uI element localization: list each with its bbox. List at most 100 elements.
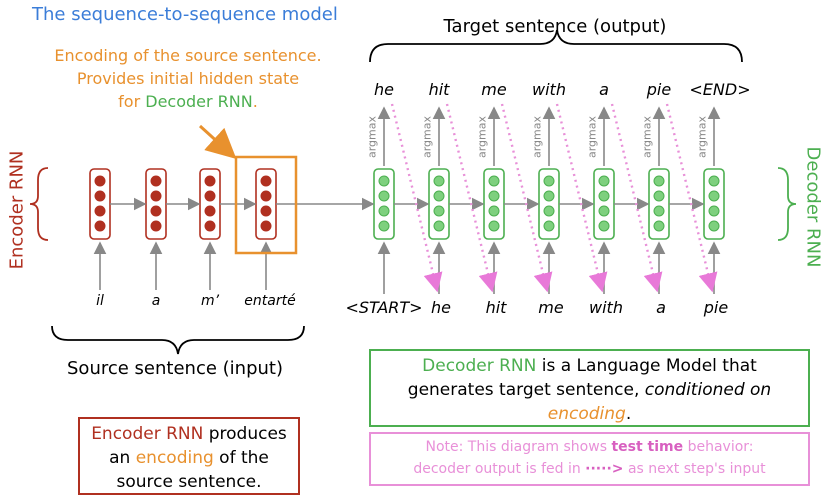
- decoder-box-line3: encoding.: [371, 402, 808, 426]
- encoder-cell-unit: [260, 205, 272, 217]
- note-line2: decoder output is fed in ·····> as next …: [371, 458, 808, 480]
- encoder-cell-unit: [204, 190, 216, 202]
- encoder-cell-unit: [94, 190, 106, 202]
- decoder-cell-unit: [598, 220, 610, 232]
- argmax-label: argmax: [420, 115, 434, 159]
- encoder-cell-unit: [150, 205, 162, 217]
- encoding-highlight-box: [234, 155, 298, 255]
- decoder-input-word: a: [656, 298, 666, 317]
- decoder-cell-unit: [433, 190, 445, 202]
- decoder-cell-unit: [543, 190, 555, 202]
- target-word: pie: [646, 80, 672, 99]
- decoder-cell-unit: [378, 175, 390, 187]
- encoder-description-box: Encoder RNN produces an encoding of the …: [78, 417, 300, 495]
- encoder-cell-unit: [94, 205, 106, 217]
- argmax-label: argmax: [585, 115, 599, 159]
- encoder-cell-unit: [260, 190, 272, 202]
- target-word: <END>: [689, 80, 751, 99]
- decoder-rnn-side-label: Decoder RNN: [802, 146, 824, 268]
- encoder-cell-unit: [150, 190, 162, 202]
- decoder-input-word: <START>: [345, 298, 423, 317]
- decoder-cell-unit: [708, 175, 720, 187]
- decoder-box-text1: is a Language Model that: [536, 356, 757, 376]
- encoder-cell-unit: [204, 205, 216, 217]
- decoder-cell-unit: [543, 175, 555, 187]
- source-word: m’: [200, 293, 220, 309]
- encoder-box-text1: produces: [203, 424, 287, 444]
- encoding-note-line2: Provides initial hidden state: [76, 69, 300, 88]
- argmax-label: argmax: [530, 115, 544, 159]
- target-word: me: [481, 80, 507, 99]
- feedback-dotted-arrow: [390, 103, 443, 293]
- decoder-input-word: me: [538, 298, 564, 317]
- decoder-cell-unit: [543, 220, 555, 232]
- decoder-cell-unit: [488, 205, 500, 217]
- decoder-cell-unit: [653, 220, 665, 232]
- encoder-box-encoding: encoding: [135, 448, 214, 468]
- arrows: [93, 103, 721, 294]
- encoder-cell: [145, 168, 167, 240]
- decoder-cell-unit: [543, 205, 555, 217]
- feedback-dotted-arrow: [665, 103, 718, 293]
- encoder-cell-unit: [204, 175, 216, 187]
- encoder-cell-unit: [150, 220, 162, 232]
- decoder-cell-unit: [378, 205, 390, 217]
- decoder-cell-unit: [488, 190, 500, 202]
- encoder-box-line1: Encoder RNN produces: [80, 422, 298, 446]
- argmax-label: argmax: [640, 115, 654, 159]
- encoder-cell-unit: [204, 220, 216, 232]
- test-time-note-box: Note: This diagram shows test time behav…: [369, 432, 810, 486]
- encoding-note-line3-prefix: for: [118, 92, 146, 111]
- decoder-cell-unit: [598, 205, 610, 217]
- encoder-cell-unit: [150, 175, 162, 187]
- decoder-cell-unit: [433, 205, 445, 217]
- note-prefix: Note: This diagram shows: [425, 439, 612, 455]
- decoder-cell-unit: [378, 220, 390, 232]
- encoding-note-line1: Encoding of the source sentence.: [54, 46, 322, 65]
- argmax-label: argmax: [365, 115, 379, 159]
- decoder-cell-unit: [433, 175, 445, 187]
- note-line2b: as next step's input: [623, 461, 766, 477]
- decoder-cell-unit: [378, 190, 390, 202]
- encoder-brace: [29, 167, 49, 241]
- decoder-cell-unit: [708, 205, 720, 217]
- target-sentence-label: Target sentence (output): [443, 16, 667, 37]
- encoder-box-line3: source sentence.: [116, 472, 262, 492]
- encoder-rnn-side-label: Encoder RNN: [6, 150, 28, 270]
- target-word: hit: [428, 80, 450, 99]
- decoder-input-word: he: [431, 298, 451, 317]
- encoder-cell: [89, 168, 111, 240]
- decoder-box-highlight: Decoder RNN: [422, 356, 537, 376]
- decoder-cell-unit: [598, 190, 610, 202]
- encoding-pointer-arrow: [198, 124, 237, 160]
- decoder-box-line2: generates target sentence, conditioned o…: [371, 378, 808, 402]
- encoding-note-line3: for Decoder RNN.: [38, 90, 338, 113]
- source-sentence-label: Source sentence (input): [67, 358, 283, 379]
- encoder-cell: [255, 168, 277, 240]
- decoder-cell-unit: [598, 175, 610, 187]
- decoder-cells: [373, 168, 725, 240]
- encoding-note: Encoding of the source sentence. Provide…: [38, 44, 338, 113]
- decoder-cell: [428, 168, 450, 240]
- encoder-box-highlight: Encoder RNN: [91, 424, 204, 444]
- encoder-box-line2: an encoding of the: [80, 446, 298, 470]
- source-word: a: [151, 293, 161, 309]
- encoder-box-text2a: an: [109, 448, 136, 468]
- argmax-label: argmax: [695, 115, 709, 159]
- encoder-cell-unit: [94, 175, 106, 187]
- feedback-dotted-arrow: [555, 103, 608, 293]
- decoder-cell: [373, 168, 395, 240]
- decoder-input-word: with: [589, 298, 623, 317]
- decoder-cell-unit: [433, 220, 445, 232]
- decoder-cell-unit: [708, 190, 720, 202]
- encoder-cell-unit: [94, 220, 106, 232]
- argmax-label: argmax: [475, 115, 489, 159]
- note-line2a: decoder output is fed in: [413, 461, 586, 477]
- decoder-cell: [538, 168, 560, 240]
- encoder-cell: [199, 168, 221, 240]
- target-word: with: [532, 80, 566, 99]
- decoder-box-encoding: encoding: [547, 404, 626, 424]
- encoding-note-line3-suffix: .: [252, 92, 258, 111]
- decoder-cell-unit: [708, 220, 720, 232]
